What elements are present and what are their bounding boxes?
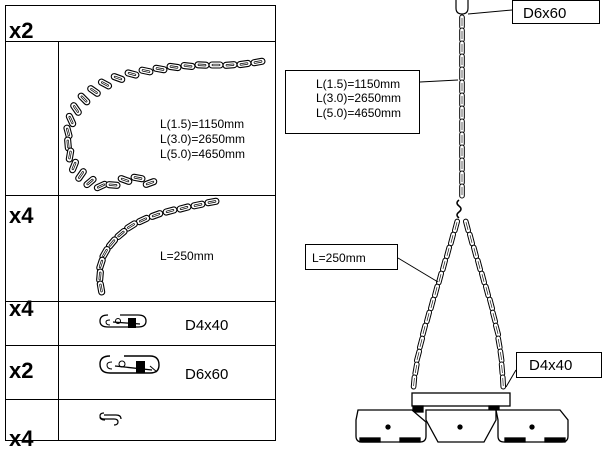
s-hook-drawing [99, 412, 122, 426]
small-hook-size: D4x40 [185, 317, 229, 334]
large-hook-drawing [99, 355, 160, 374]
short-chain-length: L=250mm [160, 249, 214, 263]
assembly-chain-length-1: L(1.5)=1150mm [316, 77, 401, 91]
part-qty-short-chain: x4 [9, 203, 34, 228]
leader-lines [397, 79, 517, 388]
light-fixture-drawing [355, 392, 569, 443]
assembly-s-hook [456, 199, 462, 219]
part-qty-main-chain: x2 [9, 18, 34, 43]
main-chain-length-3: L(5.0)=4650mm [160, 147, 246, 161]
top-hook-drawing [455, 0, 513, 15]
callout-side-hook: D4x40 [516, 352, 602, 378]
assembly-left-chain [410, 218, 461, 390]
assembly-main-chain [459, 14, 465, 199]
main-chain-length-1: L(1.5)=1150mm [160, 117, 245, 131]
part-qty-large-hook: x2 [9, 358, 34, 383]
assembly-chain-length-3: L(5.0)=4650mm [316, 105, 402, 120]
assembly-right-chain [462, 218, 507, 390]
callout-short-chain: L=250mm [305, 244, 398, 270]
large-hook-size: D6x60 [185, 366, 229, 383]
part-qty-s-hook: x4 [9, 426, 34, 451]
callout-main-chain: L(1.5)=1150mm L(3.0)=2650mm L(5.0)=4650m… [285, 70, 420, 134]
callout-top-hook: D6x60 [512, 0, 600, 24]
part-qty-small-hook: x4 [9, 296, 34, 321]
main-chain-length-2: L(3.0)=2650mm [160, 132, 246, 146]
assembly-chain-length-2: L(3.0)=2650mm [316, 91, 402, 106]
small-hook-drawing [99, 314, 147, 328]
